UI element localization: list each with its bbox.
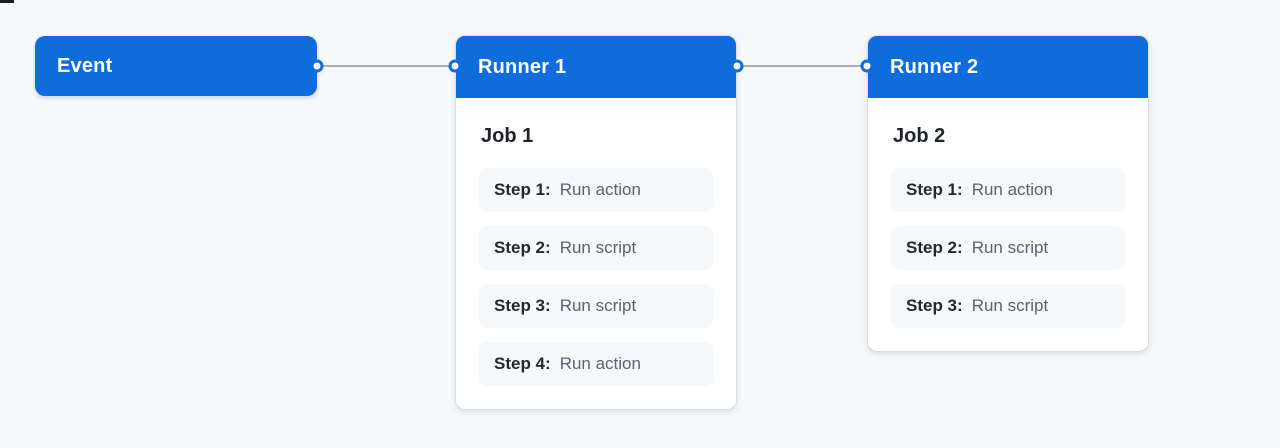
port-dot-runner1-out: [730, 59, 744, 73]
job2-step-2: Step 2: Run script: [891, 226, 1125, 270]
runner1-header: Runner 1: [456, 36, 736, 98]
job2-title: Job 2: [893, 125, 946, 147]
job1-step-3: Step 3: Run script: [479, 284, 713, 328]
job2-step-1: Step 1: Run action: [891, 168, 1125, 212]
step-action: Run script: [971, 238, 1049, 257]
step-label: Step 3:: [906, 296, 963, 315]
step-action: Run script: [971, 296, 1049, 315]
connector-line-runner1-runner2: [737, 65, 867, 67]
runner1-title: Runner 1: [478, 55, 567, 78]
job2-step-3: Step 3: Run script: [891, 284, 1125, 328]
step-action: Run script: [559, 296, 637, 315]
runner2-title: Runner 2: [890, 55, 979, 78]
job1-step-1: Step 1: Run action: [479, 168, 713, 212]
step-action: Run action: [971, 180, 1053, 199]
runner2-header: Runner 2: [868, 36, 1148, 98]
step-label: Step 4:: [494, 354, 551, 373]
port-dot-event-out: [310, 59, 324, 73]
step-action: Run action: [559, 180, 641, 199]
step-label: Step 2:: [494, 238, 551, 257]
step-label: Step 1:: [906, 180, 963, 199]
job1-step-2: Step 2: Run script: [479, 226, 713, 270]
connector-line-event-runner1: [317, 65, 455, 67]
job1-title: Job 1: [481, 125, 534, 147]
runner1-card: Runner 1 Job 1 Step 1: Run action Step 2…: [455, 35, 737, 410]
runner1-body: Job 1 Step 1: Run action Step 2: Run scr…: [456, 98, 736, 386]
runner2-card: Runner 2 Job 2 Step 1: Run action Step 2…: [867, 35, 1149, 352]
event-node-label: Event: [57, 54, 113, 77]
runner2-body: Job 2 Step 1: Run action Step 2: Run scr…: [868, 98, 1148, 328]
screen-edge-artifact: [0, 0, 14, 3]
port-dot-runner1-in: [448, 59, 462, 73]
event-node: Event: [35, 36, 317, 96]
port-dot-runner2-in: [860, 59, 874, 73]
step-label: Step 1:: [494, 180, 551, 199]
step-label: Step 2:: [906, 238, 963, 257]
step-action: Run action: [559, 354, 641, 373]
job1-step-4: Step 4: Run action: [479, 342, 713, 386]
step-label: Step 3:: [494, 296, 551, 315]
step-action: Run script: [559, 238, 637, 257]
